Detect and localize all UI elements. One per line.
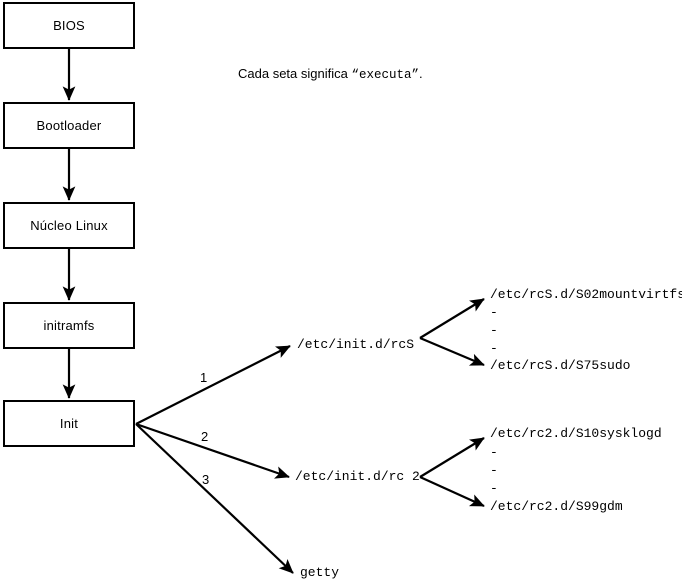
box-init-label: Init	[59, 416, 79, 431]
script-rc2-first[interactable]: /etc/rc2.d/S10sysklogd	[490, 426, 662, 441]
box-bios-label: BIOS	[53, 18, 85, 33]
target-getty[interactable]: getty	[300, 565, 340, 580]
script-rcs-dash-2: -	[490, 323, 498, 338]
box-initramfs-label: initramfs	[43, 318, 95, 333]
box-bios[interactable]: BIOS	[3, 2, 135, 49]
box-initramfs[interactable]: initramfs	[3, 302, 135, 349]
branch-number-1: 1	[200, 370, 208, 385]
target-rc2[interactable]: /etc/init.d/rc 2	[295, 469, 420, 484]
arrow-init-to-getty	[135, 423, 294, 574]
branch-number-3: 3	[202, 472, 210, 487]
caption-quoted-term: executa	[358, 68, 412, 82]
script-rc2-dash-2: -	[490, 463, 498, 478]
box-init[interactable]: Init	[3, 400, 135, 447]
script-rcs-last[interactable]: /etc/rcS.d/S75sudo	[490, 358, 631, 373]
box-bootloader[interactable]: Bootloader	[3, 102, 135, 149]
arrow-init-to-rcs	[135, 345, 291, 425]
caption-prefix: Cada seta significa	[238, 66, 352, 81]
caption-suffix: .	[419, 66, 423, 81]
script-rcs-first[interactable]: /etc/rcS.d/S02mountvirtfs	[490, 287, 682, 302]
arrow-rc2-to-first	[419, 437, 485, 478]
script-rc2-dash-3: -	[490, 481, 498, 496]
box-kernel-label: Núcleo Linux	[30, 218, 108, 233]
caption-open-quote: “	[351, 68, 359, 82]
script-rcs-dash-1: -	[490, 305, 498, 320]
branch-number-2: 2	[201, 429, 209, 444]
target-rcs[interactable]: /etc/init.d/rcS	[297, 337, 415, 352]
box-kernel[interactable]: Núcleo Linux	[3, 202, 135, 249]
script-rc2-dash-1: -	[490, 445, 498, 460]
arrow-init-to-rc2	[135, 422, 290, 479]
arrow-rcs-to-first	[419, 298, 485, 339]
box-bootloader-label: Bootloader	[36, 118, 102, 133]
arrow-rcs-to-last	[419, 336, 485, 367]
script-rc2-last[interactable]: /etc/rc2.d/S99gdm	[490, 499, 623, 514]
caption-close-quote: ”	[411, 68, 419, 82]
script-rcs-dash-3: -	[490, 341, 498, 356]
arrow-rc2-to-last	[419, 475, 485, 508]
diagram-caption: Cada seta significa “executa”.	[238, 66, 423, 82]
